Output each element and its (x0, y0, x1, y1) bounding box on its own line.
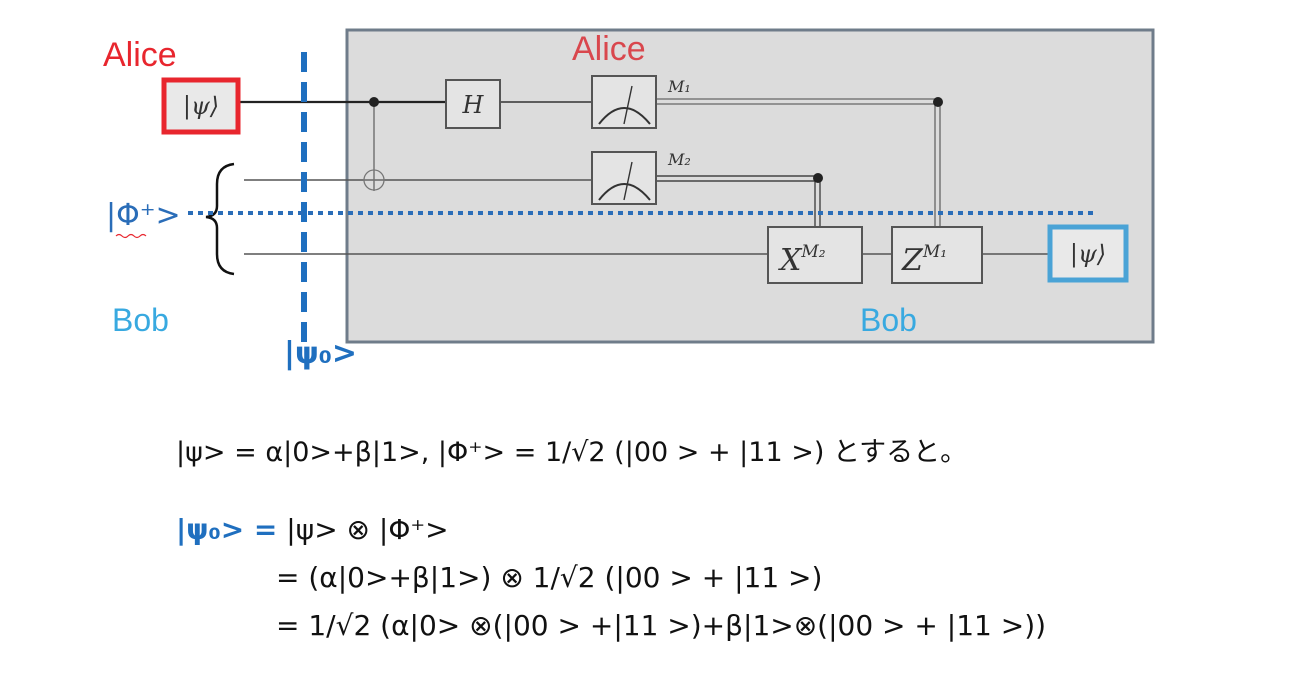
gate-x-label: X (778, 243, 803, 278)
alice-label-left: Alice (103, 36, 177, 74)
bob-label-left: Bob (112, 302, 169, 338)
output-state-label: |ψ⟩ (1070, 240, 1106, 269)
cnot-control-dot (369, 97, 379, 107)
meter-2-icon (598, 183, 651, 201)
circuit-diagram: H M₁ M₂ XM₂ ZM₁ |ψ⟩ |ψ⟩ (115, 28, 1155, 350)
control-dot-m1 (933, 97, 943, 107)
gate-h-label: H (462, 91, 485, 119)
equation-psi0-rhs: |ψ> ⊗ |Φ⁺> (277, 513, 449, 546)
alice-label-top: Alice (572, 30, 646, 68)
gate-z (891, 226, 983, 284)
gate-x (767, 226, 863, 284)
meter-1-label: M₁ (667, 77, 691, 96)
phi-plus-label: |Φ⁺> (106, 198, 181, 233)
meter-1-icon (598, 107, 651, 125)
output-state-box (1047, 224, 1129, 283)
equation-line-3: = (α|0>+β|1>) ⊗ 1/√2 (|00 > + |11 >) (276, 561, 823, 594)
gate-z-sup: M₁ (922, 242, 947, 262)
input-state-box (161, 77, 241, 135)
circuit-panel (345, 28, 1155, 344)
psi0-label: |ψ₀> (284, 336, 358, 371)
bob-label-bottom: Bob (860, 302, 917, 338)
gate-z-label: Z (901, 243, 924, 278)
gate-h (445, 79, 501, 129)
equation-definition: |ψ> = α|0>+β|1>, |Φ⁺> = 1/√2 (|00 > + |1… (176, 437, 968, 468)
equation-line-2: |ψ₀> = |ψ> ⊗ |Φ⁺> (176, 513, 449, 546)
spellcheck-squiggle (115, 233, 147, 239)
equation-line-4: = 1/√2 (α|0> ⊗(|00 > +|11 >)+β|1>⊗(|00 >… (276, 609, 1047, 642)
svg-text:ZM₁: ZM₁ (901, 242, 947, 278)
bell-pair-brace (205, 162, 235, 276)
svg-text:XM₂: XM₂ (778, 242, 826, 278)
meter-2-label: M₂ (667, 150, 691, 169)
equation-psi0-lhs: |ψ₀> = (176, 513, 278, 546)
control-dot-m2 (813, 173, 823, 183)
gate-x-sup: M₂ (800, 242, 825, 262)
input-state-label: |ψ⟩ (183, 92, 219, 121)
